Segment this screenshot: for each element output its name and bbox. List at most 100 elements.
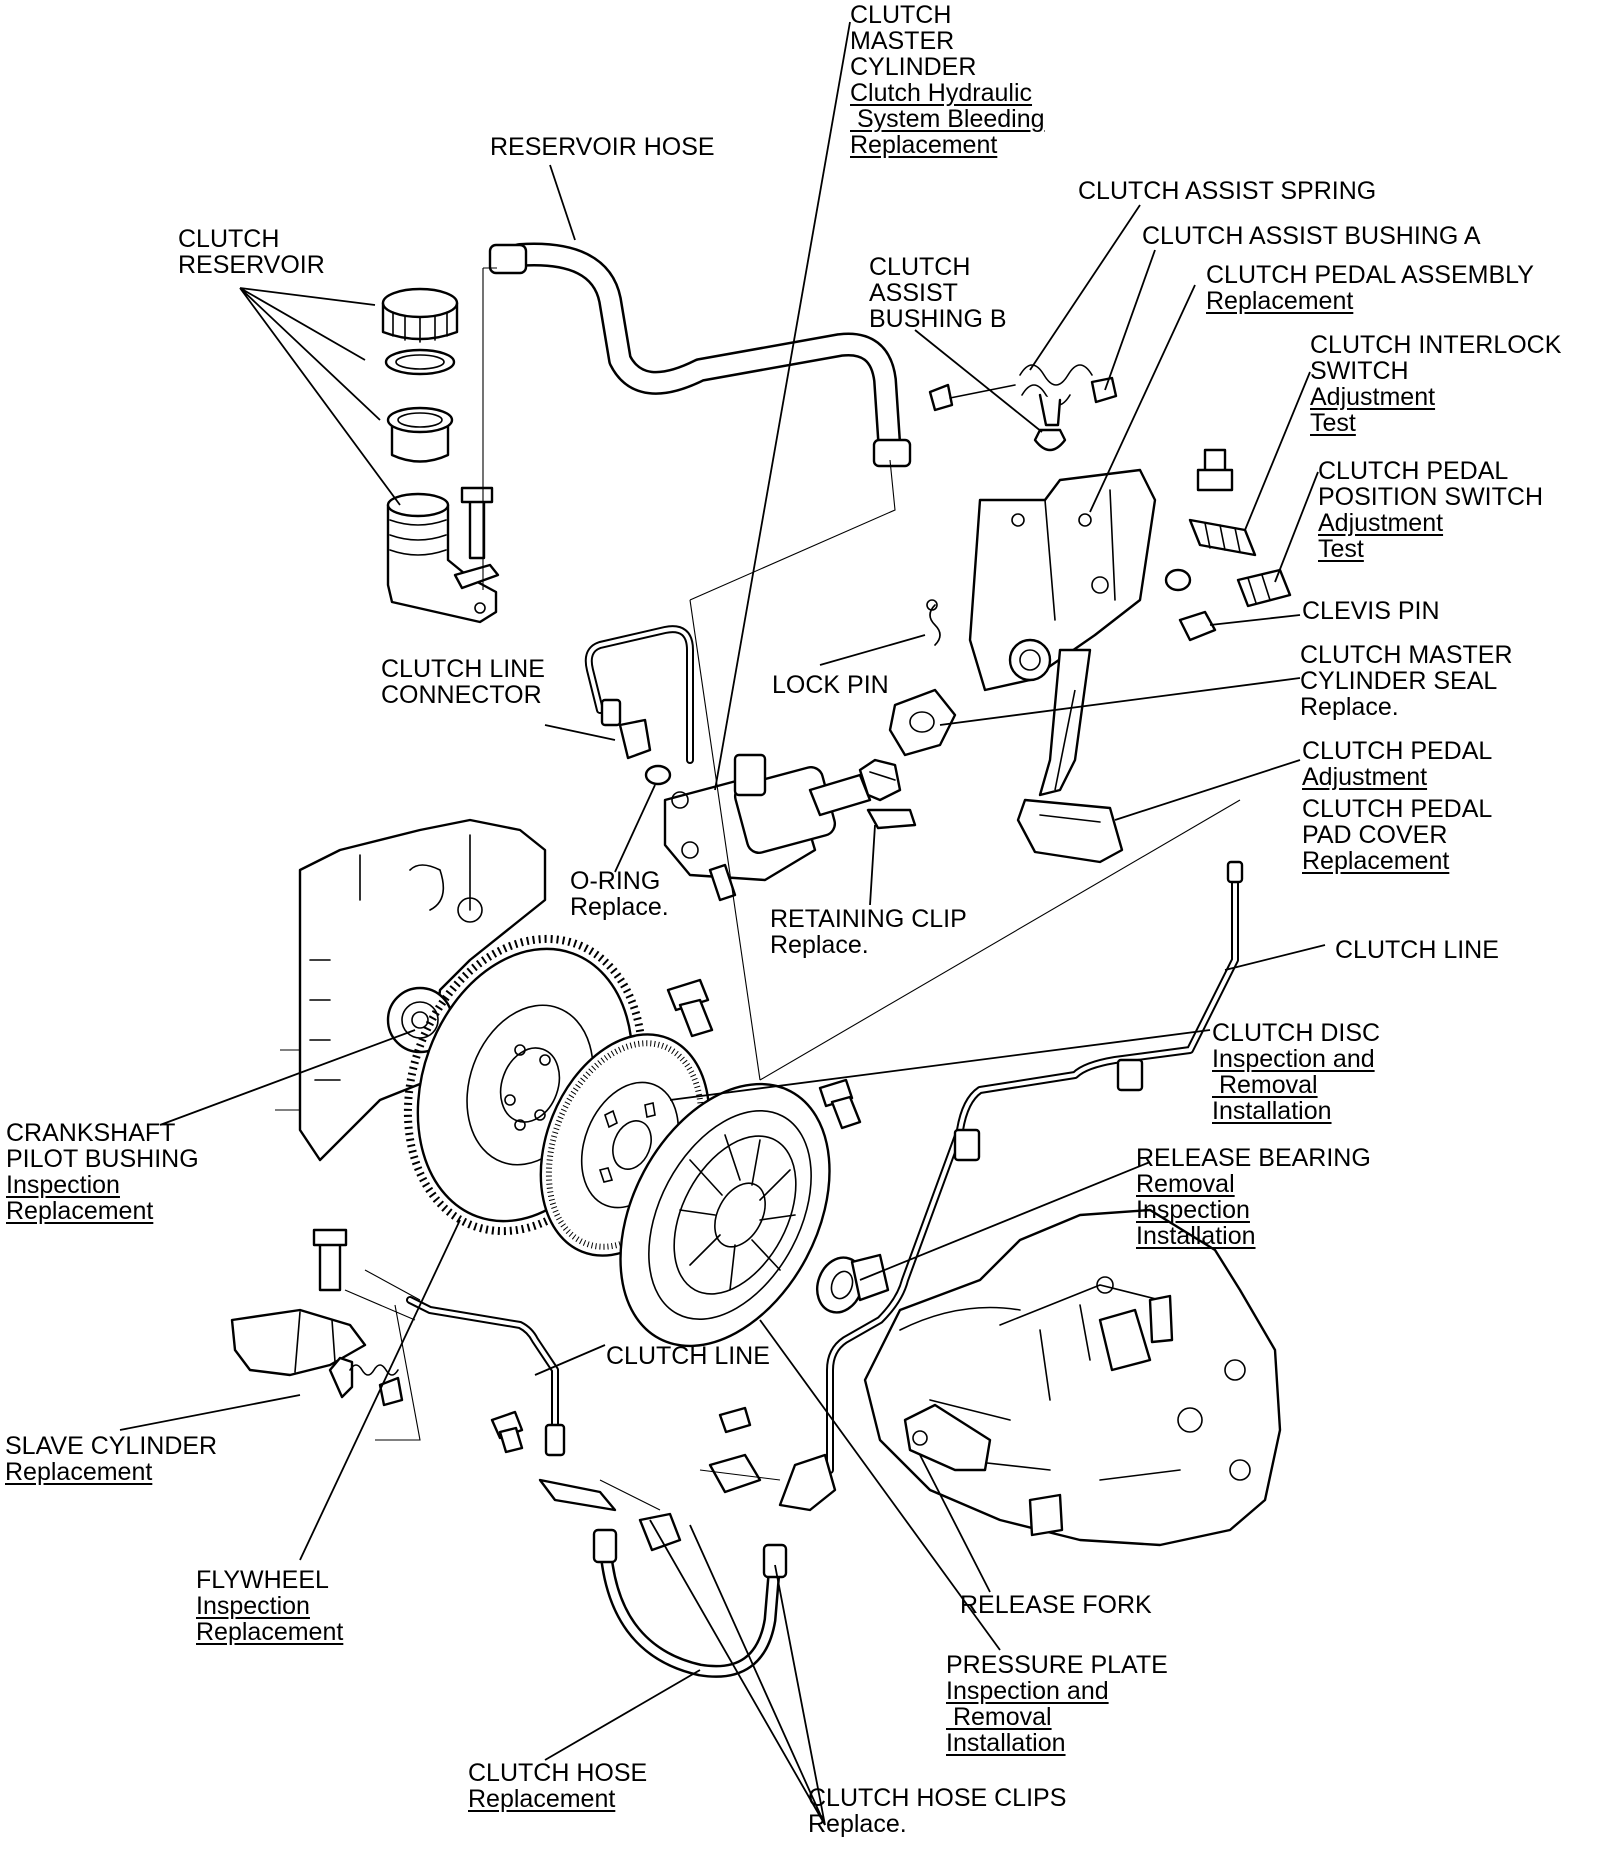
label-text: CLUTCH DISC xyxy=(1212,1019,1381,1047)
label-text: CLUTCH PEDAL xyxy=(1318,457,1509,485)
label-text: CLUTCH LINE xyxy=(606,1342,770,1370)
clutch-pedal-bracket xyxy=(968,468,1157,692)
label-clutch-interlock-switch: CLUTCH INTERLOCK SWITCH Adjustment Test xyxy=(1310,332,1561,436)
label-text: CYLINDER SEAL xyxy=(1300,667,1498,695)
clutch-pedal-arm xyxy=(1038,648,1092,797)
clutch-hose-part xyxy=(592,1528,788,1678)
link-position-switch-test[interactable]: Test xyxy=(1318,535,1364,563)
label-clutch-assist-bushing-b: CLUTCH ASSIST BUSHING B xyxy=(869,254,1007,332)
label-text: CLUTCH ASSIST SPRING xyxy=(1078,177,1377,205)
master-cylinder-seal-part xyxy=(888,688,957,757)
label-text: RESERVOIR HOSE xyxy=(490,133,715,161)
label-text: PAD COVER xyxy=(1302,821,1448,849)
link-hose-replacement[interactable]: Replacement xyxy=(468,1785,616,1813)
label-flywheel: FLYWHEEL Inspection Replacement xyxy=(196,1567,343,1645)
label-text: MASTER xyxy=(850,27,955,55)
label-clutch-reservoir: CLUTCH RESERVOIR xyxy=(178,226,325,278)
label-clutch-hose-clips: CLUTCH HOSE CLIPS Replace. xyxy=(808,1785,1066,1837)
pressure-plate-bolt xyxy=(818,1078,862,1130)
label-text: CLUTCH PEDAL xyxy=(1302,795,1493,823)
hose-bracket-bolt-right xyxy=(718,1406,752,1434)
slave-cylinder-part xyxy=(230,1308,404,1407)
link-interlock-test[interactable]: Test xyxy=(1310,409,1356,437)
label-clutch-master-cylinder-seal: CLUTCH MASTER CYLINDER SEAL Replace. xyxy=(1300,642,1513,720)
link-disc-removal[interactable]: Removal xyxy=(1212,1071,1318,1099)
link-flywheel-replacement[interactable]: Replacement xyxy=(196,1618,344,1646)
link-bearing-inspection[interactable]: Inspection xyxy=(1136,1196,1250,1224)
engine-block xyxy=(275,818,547,1162)
label-text: CLUTCH HOSE xyxy=(468,1759,648,1787)
label-clutch-master-cylinder: CLUTCH MASTER CYLINDER Clutch Hydraulic … xyxy=(850,2,1045,158)
link-slave-replacement[interactable]: Replacement xyxy=(5,1458,153,1486)
link-flywheel-inspection[interactable]: Inspection xyxy=(196,1592,310,1620)
clutch-assist-bushing-b xyxy=(1033,428,1067,452)
label-clutch-line-connector: CLUTCH LINE CONNECTOR xyxy=(381,656,545,708)
link-master-cylinder-replacement[interactable]: Replacement xyxy=(850,131,998,159)
link-plate-inspection[interactable]: Inspection and xyxy=(946,1677,1109,1705)
label-text: CLUTCH HOSE CLIPS xyxy=(808,1784,1067,1812)
label-text: CLEVIS PIN xyxy=(1302,597,1440,625)
clutch-master-cylinder xyxy=(663,753,872,902)
label-text: Replace. xyxy=(570,893,669,921)
reservoir-seal-ring xyxy=(384,348,456,376)
reservoir-bolt xyxy=(460,486,494,560)
label-lock-pin: LOCK PIN xyxy=(772,672,889,698)
label-clutch-assist-spring: CLUTCH ASSIST SPRING xyxy=(1078,178,1376,204)
clutch-reservoir-cap xyxy=(381,287,459,343)
interlock-switch-bolt xyxy=(1196,448,1234,492)
clutch-line-pipe xyxy=(826,860,1244,1474)
link-bushing-inspection[interactable]: Inspection xyxy=(6,1171,120,1199)
link-bearing-installation[interactable]: Installation xyxy=(1136,1222,1256,1250)
link-system-bleeding[interactable]: System Bleeding xyxy=(850,105,1045,133)
label-text: BUSHING B xyxy=(869,305,1007,333)
label-text: FLYWHEEL xyxy=(196,1566,329,1594)
link-bearing-removal[interactable]: Removal xyxy=(1136,1170,1235,1198)
o-ring-part xyxy=(644,764,672,786)
label-text: Replace. xyxy=(808,1810,907,1838)
link-pedal-assembly-replacement[interactable]: Replacement xyxy=(1206,287,1354,315)
label-text: CLUTCH MASTER xyxy=(1300,641,1513,669)
link-bushing-replacement[interactable]: Replacement xyxy=(6,1197,154,1225)
clutch-hose-clip-lower-right xyxy=(708,1453,837,1512)
label-text: CLUTCH INTERLOCK xyxy=(1310,331,1562,359)
label-clutch-line-lower: CLUTCH LINE xyxy=(606,1343,770,1369)
link-disc-installation[interactable]: Installation xyxy=(1212,1097,1332,1125)
clutch-line-lower-part xyxy=(406,1296,566,1457)
label-text: CLUTCH LINE xyxy=(1335,936,1499,964)
pressure-plate-part xyxy=(619,1082,831,1348)
label-clutch-disc: CLUTCH DISC Inspection and Removal Insta… xyxy=(1212,1020,1380,1124)
link-pedal-adjustment[interactable]: Adjustment xyxy=(1302,763,1428,791)
label-text: SWITCH xyxy=(1310,357,1409,385)
assist-pivot-bolt xyxy=(928,383,1016,412)
link-interlock-adjustment[interactable]: Adjustment xyxy=(1310,383,1436,411)
label-text: POSITION SWITCH xyxy=(1318,483,1543,511)
label-text: CLUTCH PEDAL xyxy=(1302,737,1493,765)
link-position-switch-adjustment[interactable]: Adjustment xyxy=(1318,509,1444,537)
label-text: Replace. xyxy=(1300,693,1399,721)
label-clutch-assist-bushing-a: CLUTCH ASSIST BUSHING A xyxy=(1142,223,1481,249)
link-pad-cover-replacement[interactable]: Replacement xyxy=(1302,847,1450,875)
label-reservoir-hose: RESERVOIR HOSE xyxy=(490,134,715,160)
label-retaining-clip: RETAINING CLIP Replace. xyxy=(770,906,967,958)
label-text: SLAVE CYLINDER xyxy=(5,1432,218,1460)
label-text: CLUTCH xyxy=(850,1,952,29)
flywheel-bolt xyxy=(666,978,714,1038)
release-fork-part xyxy=(903,1403,992,1472)
label-text: RELEASE FORK xyxy=(960,1591,1152,1619)
clutch-assist-spring xyxy=(1019,364,1093,427)
link-disc-inspection[interactable]: Inspection and xyxy=(1212,1045,1375,1073)
clutch-pedal-pad xyxy=(1016,798,1124,864)
label-release-fork: RELEASE FORK xyxy=(960,1592,1152,1618)
label-text: Replace. xyxy=(770,931,869,959)
clevis-pin-part xyxy=(1178,610,1217,642)
link-clutch-hydraulic[interactable]: Clutch Hydraulic xyxy=(850,79,1033,107)
label-text: CLUTCH ASSIST BUSHING A xyxy=(1142,222,1481,250)
label-clutch-hose: CLUTCH HOSE Replacement xyxy=(468,1760,647,1812)
label-text: CLUTCH xyxy=(178,225,280,253)
reservoir-strainer xyxy=(386,406,454,463)
link-plate-removal[interactable]: Removal xyxy=(946,1703,1052,1731)
slave-cylinder-bolt xyxy=(312,1228,348,1292)
link-plate-installation[interactable]: Installation xyxy=(946,1729,1066,1757)
label-clutch-pedal-pad-cover: CLUTCH PEDAL PAD COVER Replacement xyxy=(1302,796,1492,874)
